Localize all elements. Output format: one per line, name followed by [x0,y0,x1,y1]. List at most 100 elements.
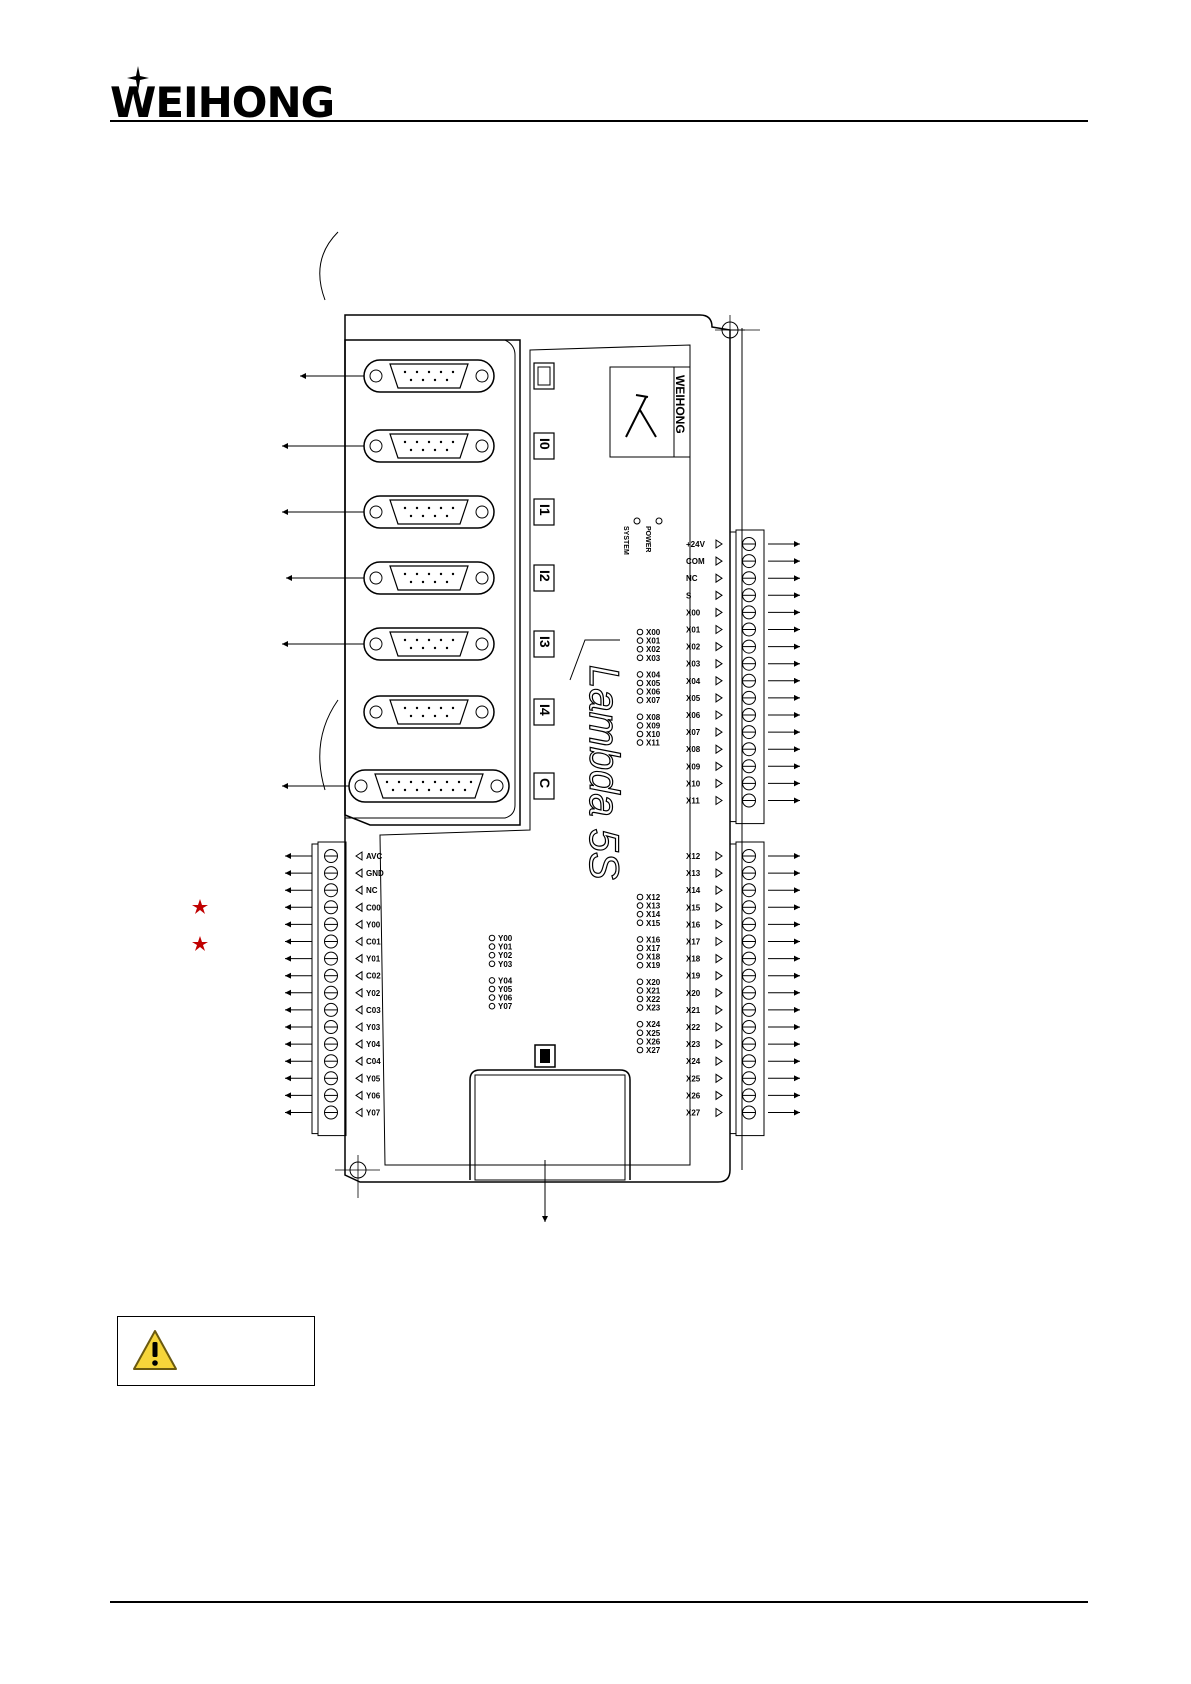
io-led [488,985,496,993]
terminal-label: X14 [686,886,701,895]
io-led-label: X26 [646,1037,661,1046]
terminal-screw [324,1054,338,1069]
io-led-label: X01 [646,637,661,646]
terminal-label: X02 [686,643,701,652]
terminal-screw [742,759,756,774]
io-led [488,960,496,968]
terminal-screw [742,883,756,898]
terminal-screw [324,1020,338,1034]
io-port-3-icon: I3 [533,630,555,658]
terminal-label: X07 [686,728,701,737]
io-led [488,934,496,942]
io-led-label: X21 [646,986,661,995]
io-led [636,1020,644,1028]
io-led [636,1004,644,1011]
io-led-label: X06 [646,688,661,697]
io-led [488,977,496,984]
terminal-screw [742,951,756,966]
io-led-label: X10 [646,730,661,739]
terminal-screw [324,934,338,949]
io-led-label: X17 [646,944,661,953]
io-led-label: X08 [646,713,661,722]
io-led-label: X09 [646,721,661,730]
terminal-screw [324,883,338,898]
terminal-label: X00 [686,608,701,617]
io-led [488,994,496,1001]
io-led [636,893,644,901]
io-led [636,944,644,952]
brand-name: WEIHONG [110,78,335,127]
terminal-screw [742,656,756,671]
terminal-screw [324,866,338,881]
io-led-label: Y05 [498,985,513,994]
io-led [636,1029,644,1037]
terminal-screw [324,1037,338,1052]
io-led [636,713,644,721]
weihong-logo: WEIHONG [110,66,340,127]
io-port-2-icon: I2 [533,564,555,592]
io-led-label: X00 [646,628,661,637]
terminal-screw [742,639,756,654]
dsub-connector [348,769,510,803]
terminal-label: X15 [686,903,701,912]
terminal-screw [324,849,338,863]
terminal-label: X03 [686,660,701,669]
terminal-screw [742,917,756,932]
io-led-label: X23 [646,1004,661,1013]
device-logo-box [609,366,691,458]
io-led [636,654,644,662]
terminal-screw [742,554,756,569]
terminal-label: Y06 [366,1091,381,1100]
io-port-4-icon: I4 [533,698,555,726]
terminal-label: X11 [686,797,700,806]
terminal-screw [742,793,756,808]
terminal-screw [742,985,756,1000]
dsub-connector [363,429,495,463]
terminal-screw [324,1002,338,1017]
io-led-label: X14 [646,910,661,919]
status-led-group: POWER SYSTEM [622,517,663,555]
io-led-label: Y01 [498,943,513,952]
terminal-label: COM [686,557,705,566]
io-led [636,628,644,636]
terminal-screw [742,537,756,551]
terminal-label: X10 [686,779,701,788]
terminal-label: X12 [686,852,701,861]
terminal-label: NC [686,574,698,583]
io-led [636,1038,644,1045]
terminal-label: X08 [686,745,701,754]
terminal-screw [742,1020,756,1034]
dsub-connector [363,359,495,393]
io-led [636,688,644,695]
io-led-label: X19 [646,961,661,970]
io-led-label: X27 [646,1046,661,1055]
cable-slot [469,1069,631,1180]
io-led-label: X13 [646,902,661,911]
terminal-label: +24V [686,540,706,549]
terminal-label: C03 [366,1006,381,1015]
status-led [633,517,641,525]
io-led [488,1002,496,1010]
io-led-label: X02 [646,645,661,654]
terminal-screw [742,1105,756,1120]
terminal-screw [742,900,756,915]
footer-rule [110,1601,1088,1603]
terminal-label: GND [366,869,384,878]
io-led-label: Y02 [498,951,513,960]
terminal-label: Y00 [366,920,381,929]
star-marker [192,936,208,951]
terminal-screw [742,742,756,757]
lambda-symbol [625,394,657,438]
io-led [636,696,644,704]
terminal-screw [324,968,338,983]
terminal-screw [742,622,756,637]
terminal-screw [742,849,756,863]
terminal-screw [742,1088,756,1103]
board-outline [379,344,691,1166]
power-icon [533,362,555,390]
status-led-label: POWER [644,526,651,552]
logo-star-icon [127,66,149,92]
io-led [636,978,644,986]
terminal-screw [742,571,756,586]
